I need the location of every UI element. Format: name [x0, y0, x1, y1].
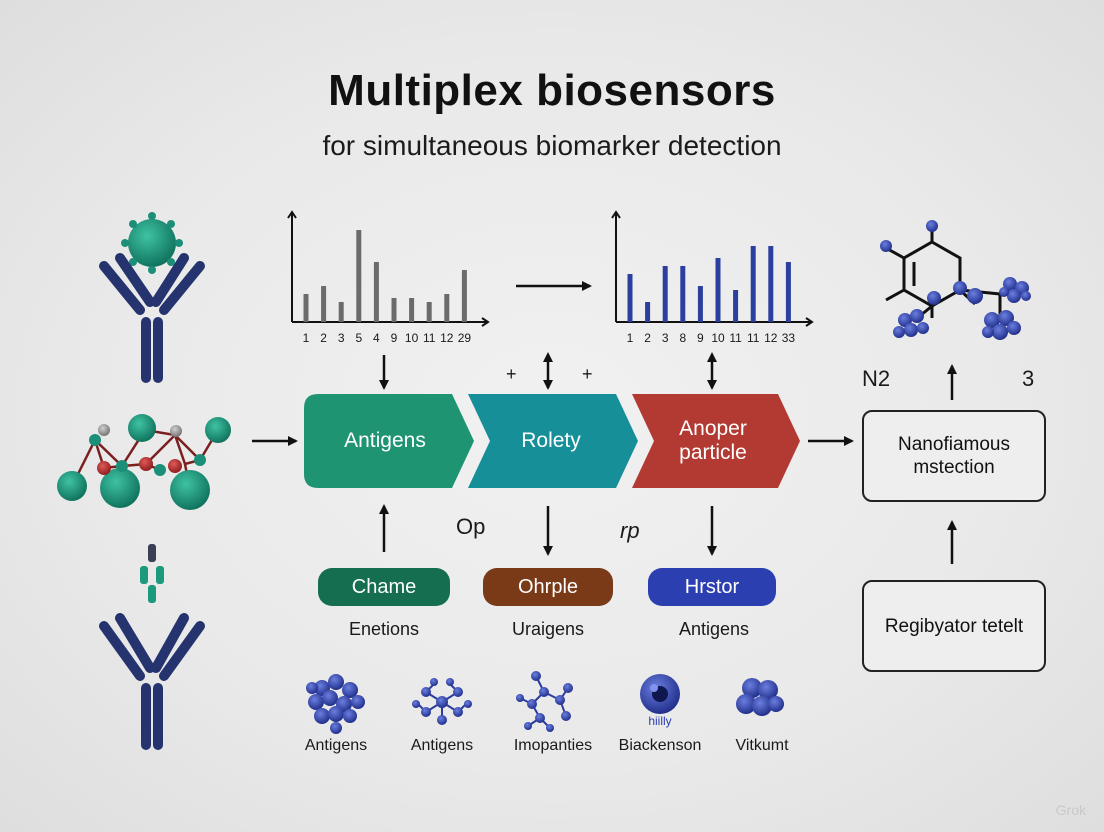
- plus-left-label: +: [506, 364, 517, 384]
- y-axis-arrowhead: [287, 210, 297, 219]
- op-label: Op: [456, 514, 486, 539]
- chart-bar: [461, 270, 467, 322]
- chevron-label-anoper-particle: Anoper particle: [679, 417, 747, 464]
- x-tick-label: 10: [711, 331, 725, 345]
- caption-enetions: Enetions: [348, 619, 420, 639]
- chevron-anoper-particle: [632, 394, 800, 488]
- sphere-sub-label: hiilly: [648, 714, 672, 728]
- x-tick-label: 9: [391, 331, 398, 345]
- x-tick-label: 2: [644, 331, 651, 345]
- chart-bar: [662, 266, 668, 322]
- x-tick-label: 8: [679, 331, 686, 345]
- bottom-label-biackenson: Biackenson: [618, 737, 702, 754]
- x-tick-label: 12: [440, 331, 454, 345]
- chevron-label-rolety: Rolety: [521, 429, 581, 452]
- chevron-antigens: [304, 394, 474, 488]
- flow-arrows: [252, 281, 957, 564]
- chevron-label-antigens: Antigens: [344, 429, 426, 452]
- x-tick-label: 1: [303, 331, 310, 345]
- caption-uraigens: Uraigens: [511, 619, 585, 639]
- n2-label: N2: [862, 366, 891, 391]
- molecular-network-left-icon: [57, 414, 231, 510]
- watermark: Grok: [1055, 802, 1086, 818]
- pill-chame: Chame: [318, 568, 450, 606]
- chart-bar: [733, 290, 739, 322]
- chart-bar: [426, 302, 432, 322]
- bottom-label-vitkumt: Vitkumt: [735, 737, 789, 754]
- x-tick-label: 11: [423, 331, 436, 345]
- x-tick-label: 4: [373, 331, 380, 345]
- x-axis-arrowhead: [805, 317, 814, 327]
- x-tick-label: 2: [320, 331, 327, 345]
- regibyator-box: Regibyator tetelt: [862, 580, 1046, 672]
- antibody-top-icon: [99, 212, 205, 383]
- flow-chevrons: [304, 394, 800, 488]
- pill-ohrple: Ohrple: [483, 568, 613, 606]
- chart-bar: [356, 230, 362, 322]
- molecular-network-icon: [412, 678, 472, 725]
- x-tick-label: 29: [458, 331, 472, 345]
- chart-bar: [750, 246, 756, 322]
- sphere-icon: [640, 674, 680, 714]
- x-tick-label: 11: [729, 331, 742, 345]
- bottom-label-imopanties: Imopanties: [513, 737, 593, 754]
- diagram-title: Multiplex biosensors: [328, 66, 776, 115]
- x-tick-label: 3: [662, 331, 669, 345]
- caption-antigens: Antigens: [678, 619, 750, 639]
- chart-bar: [338, 302, 344, 322]
- three-label: 3: [1022, 366, 1035, 391]
- bottom-label-antigens-2: Antigens: [410, 737, 474, 754]
- chart-bar: [785, 262, 791, 322]
- branched-molecule-icon: [516, 671, 573, 732]
- antibody-bottom-icon: [99, 544, 205, 750]
- x-tick-label: 33: [782, 331, 796, 345]
- chart-bar: [409, 298, 415, 322]
- x-tick-label: 3: [338, 331, 345, 345]
- x-tick-label: 1: [627, 331, 634, 345]
- nanofiamous-detection-box: Nanofiamous mstection: [862, 410, 1046, 502]
- x-tick-label: 12: [764, 331, 778, 345]
- nanoparticle-cluster-icon: [306, 674, 365, 734]
- bottom-label-antigens-1: Antigens: [304, 737, 368, 754]
- rp-label: rp: [620, 518, 640, 543]
- x-tick-label: 5: [355, 331, 362, 345]
- plus-right-label: +: [582, 364, 593, 384]
- chart-bar: [715, 258, 721, 322]
- x-axis-arrowhead: [481, 317, 490, 327]
- x-tick-label: 9: [697, 331, 704, 345]
- chart-bar: [768, 246, 774, 322]
- chart-bar: [444, 294, 450, 322]
- x-tick-label: 10: [405, 331, 419, 345]
- chart-bar: [321, 286, 327, 322]
- chart-bar: [373, 262, 379, 322]
- chart-bar: [391, 298, 397, 322]
- chart-bar: [680, 266, 686, 322]
- bead-cluster-icon: [736, 678, 784, 716]
- chart-bar: [645, 302, 651, 322]
- x-tick-label: 11: [747, 331, 760, 345]
- pill-hrstor: Hrstor: [648, 568, 776, 606]
- chevron-rolety: [468, 394, 638, 488]
- chart-bar: [303, 294, 309, 322]
- diagram-subtitle: for simultaneous biomarker detection: [322, 130, 782, 161]
- molecule-top-right-icon: [880, 220, 1031, 340]
- chart-bar: [627, 274, 633, 322]
- y-axis-arrowhead: [611, 210, 621, 219]
- chart-bar: [697, 286, 703, 322]
